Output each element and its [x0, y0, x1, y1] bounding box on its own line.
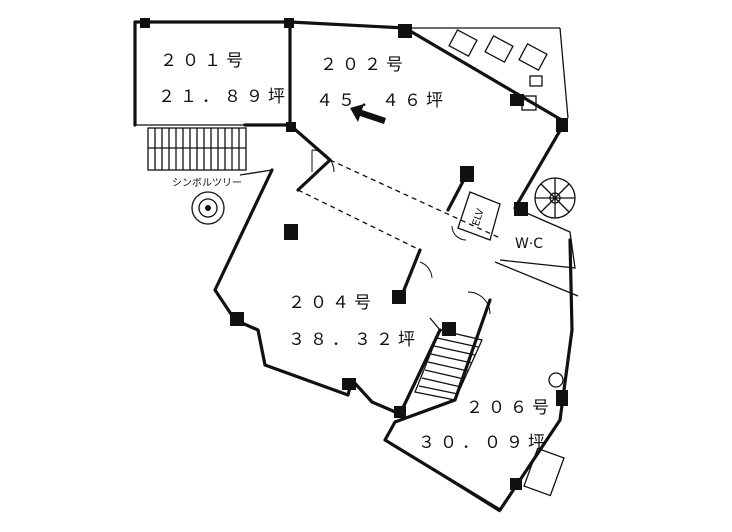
restroom — [499, 207, 576, 269]
room-202-outline — [288, 20, 569, 239]
symbol-tree-label: シンボルツリー — [172, 178, 242, 189]
room-201-area: ２１．８９坪 — [158, 87, 290, 107]
door-swings — [311, 149, 491, 315]
structural-columns — [140, 18, 568, 490]
spiral-stair-icon — [534, 177, 576, 219]
fixtures-206 — [523, 372, 565, 497]
corridor — [398, 166, 472, 331]
restroom-label: W·C — [515, 236, 544, 252]
room-202-number: ２０２号 — [320, 55, 408, 75]
tree-icon — [191, 191, 225, 225]
room-201-outline — [133, 20, 292, 127]
room-206-number: ２０６号 — [466, 398, 554, 418]
room-201-number: ２０１号 — [160, 51, 248, 71]
balcony-202 — [448, 29, 548, 111]
room-206-area: ３０．０９坪 — [418, 433, 550, 453]
elevator — [457, 191, 501, 241]
room-202-area: ４５．４６坪 — [316, 91, 448, 111]
staircase-201 — [147, 127, 247, 171]
entrance-arrow — [350, 104, 386, 124]
room-206-outline — [383, 238, 579, 513]
room-204-number: ２０４号 — [288, 293, 376, 313]
room-204-outline — [213, 158, 442, 416]
room-204-area: ３８．３２坪 — [288, 330, 420, 350]
